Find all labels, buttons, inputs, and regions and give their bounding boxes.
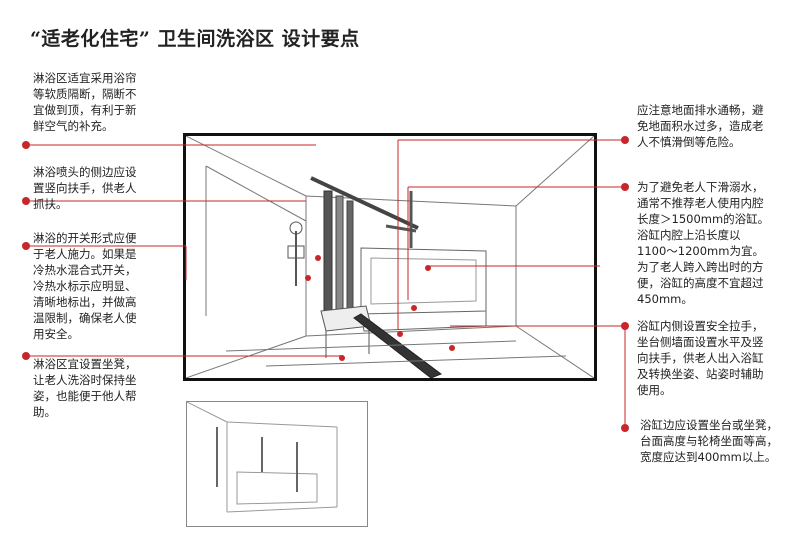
thumbnail-illustration [186,401,368,527]
note-7: 浴缸内侧设置安全拉手， 坐台侧墙面设置水平及竖 向扶手，供老人出入浴缸 及转换坐… [637,319,764,397]
page-title: “适老化住宅” 卫生间洗浴区 设计要点 [30,28,360,50]
bathroom-perspective-drawing [186,136,594,378]
note-6: 为了避免老人下滑溺水， 通常不推荐老人使用内腔 长度＞1500mm的浴缸。 浴缸… [637,180,770,306]
note-4: 淋浴区宜设置坐凳， 让老人洗浴时保持坐 姿，也能便于他人帮 助。 [33,357,137,419]
note-8: 浴缸边应设置坐台或坐凳， 台面高度与轮椅坐面等高， 宽度应达到400mm以上。 [640,418,778,464]
bathroom-thumbnail-drawing [187,402,338,513]
note-1: 淋浴区适宜采用浴帘 等软质隔断，隔断不 宜做到顶，有利于新 鲜空气的补充。 [33,71,137,133]
main-illustration [183,133,597,381]
note-5: 应注意地面排水通畅，避 免地面积水过多，造成老 人不慎滑倒等危险。 [637,103,764,149]
note-3: 淋浴的开关形式应便 于老人施力。如果是 冷热水混合式开关， 冷热水标示应明显、 … [33,231,137,341]
note-2: 淋浴喷头的侧边应设 置竖向扶手，供老人 抓扶。 [33,165,137,211]
